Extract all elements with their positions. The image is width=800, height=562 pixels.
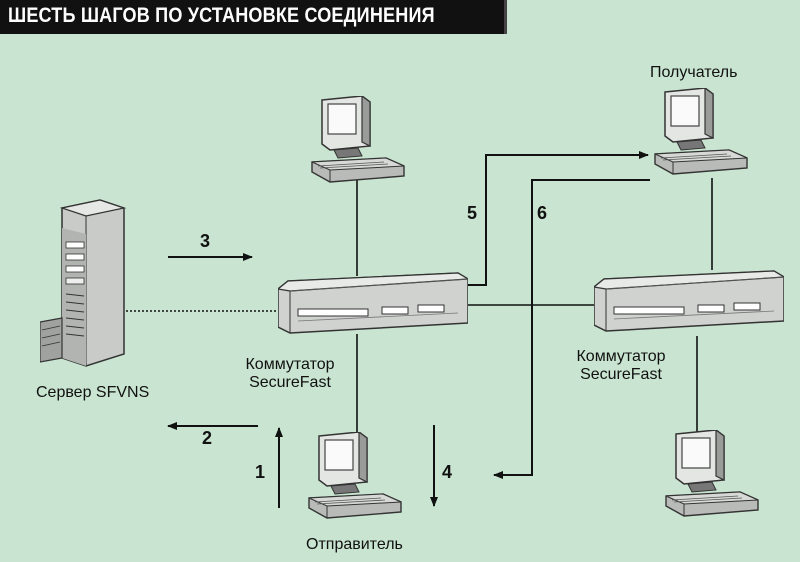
title-bar: ШЕСТЬ ШАГОВ ПО УСТАНОВКЕ СОЕДИНЕНИЯ [0, 0, 507, 34]
arrow-step-5 [468, 151, 649, 286]
server-label: Сервер SFVNS [36, 384, 150, 401]
server-icon [40, 199, 125, 367]
right-switch-label-line-1: Коммутатор [576, 348, 666, 365]
step-3-label: 3 [200, 231, 211, 251]
left-switch-label: Коммутатор SecureFast [245, 356, 334, 392]
workstation-top-left-icon [311, 96, 405, 183]
workstation-bottom-right-icon [665, 430, 759, 517]
step-4-label: 4 [442, 462, 453, 482]
left-switch-label-line-2: SecureFast [249, 374, 331, 391]
left-switch-icon [278, 272, 468, 334]
step-1-label: 1 [255, 462, 266, 482]
arrow-step-6 [493, 179, 650, 479]
left-switch-label-line-1: Коммутатор [245, 356, 335, 373]
sender-workstation-icon [308, 432, 402, 519]
receiver-label: Получатель [650, 64, 738, 81]
step-2-label: 2 [202, 428, 213, 448]
receiver-workstation-icon [654, 88, 748, 175]
sender-label: Отправитель [306, 536, 403, 553]
right-switch-label-line-2: SecureFast [580, 366, 662, 383]
step-6-label: 6 [537, 203, 548, 223]
step-5-label: 5 [467, 203, 478, 223]
right-switch-label: Коммутатор SecureFast [576, 348, 665, 384]
diagram-title: ШЕСТЬ ШАГОВ ПО УСТАНОВКЕ СОЕДИНЕНИЯ [8, 4, 435, 27]
right-switch-icon [594, 270, 784, 332]
